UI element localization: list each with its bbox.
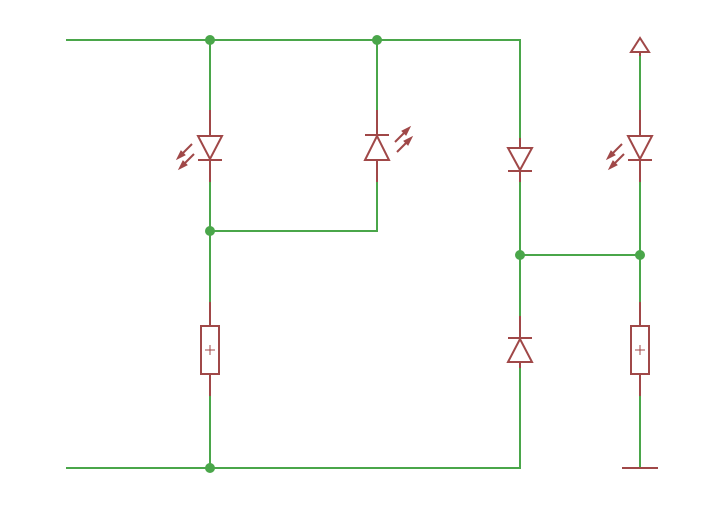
diode-upper-icon — [506, 138, 534, 182]
junction-dot — [372, 35, 382, 45]
wire-bottom-rail — [66, 367, 521, 469]
wires — [66, 39, 641, 469]
led-left-icon — [175, 110, 224, 182]
components — [175, 36, 658, 469]
diode-lower-icon — [506, 316, 534, 368]
led-middle-icon — [363, 110, 414, 182]
junctions — [205, 35, 645, 473]
junction-dot — [205, 226, 215, 236]
vcc-symbol-icon — [629, 36, 651, 56]
resistor-left-icon — [200, 302, 220, 396]
junction-dot — [635, 250, 645, 260]
wire-top-rail — [66, 39, 521, 139]
junction-dot — [515, 250, 525, 260]
led-right-icon — [605, 110, 654, 182]
junction-dot — [205, 35, 215, 45]
resistor-right-icon — [630, 302, 650, 396]
junction-dot — [205, 463, 215, 473]
wire-middle-to-left — [209, 181, 378, 232]
